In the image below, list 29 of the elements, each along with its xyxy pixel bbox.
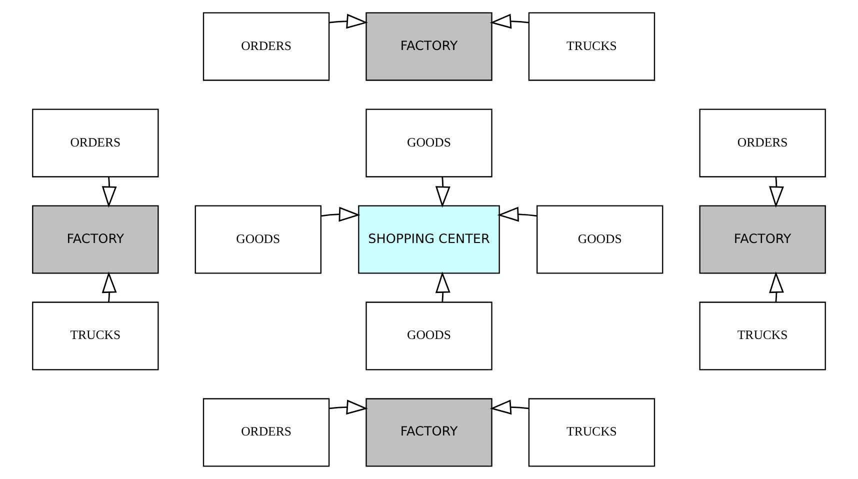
node-box: TRUCKS [528,398,656,467]
node-box: FACTORY [699,205,826,274]
node-box: ORDERS [699,108,826,178]
arrow [769,177,784,208]
arrow [329,14,368,29]
node-box: GOODS [536,205,664,274]
node-box: SHOPPING CENTER [358,205,500,274]
arrow [102,177,117,208]
node-box: ORDERS [32,108,159,178]
node-box: ORDERS [202,398,330,467]
arrow [497,206,538,222]
arrow [769,271,784,302]
node-box: TRUCKS [528,12,656,81]
node-box: TRUCKS [32,302,159,370]
node-box: GOODS [194,205,322,274]
node-box: GOODS [366,302,492,370]
node-box: FACTORY [366,12,492,81]
node-box: TRUCKS [699,302,826,370]
arrow [435,271,450,302]
node-box: FACTORY [366,398,492,467]
arrow [329,400,368,415]
node-box: ORDERS [202,12,330,81]
arrow [435,177,450,208]
arrow [490,14,529,29]
node-box: GOODS [366,108,492,178]
node-box: FACTORY [32,205,159,274]
arrow [321,206,360,222]
arrow [490,400,529,415]
arrow [102,271,117,302]
